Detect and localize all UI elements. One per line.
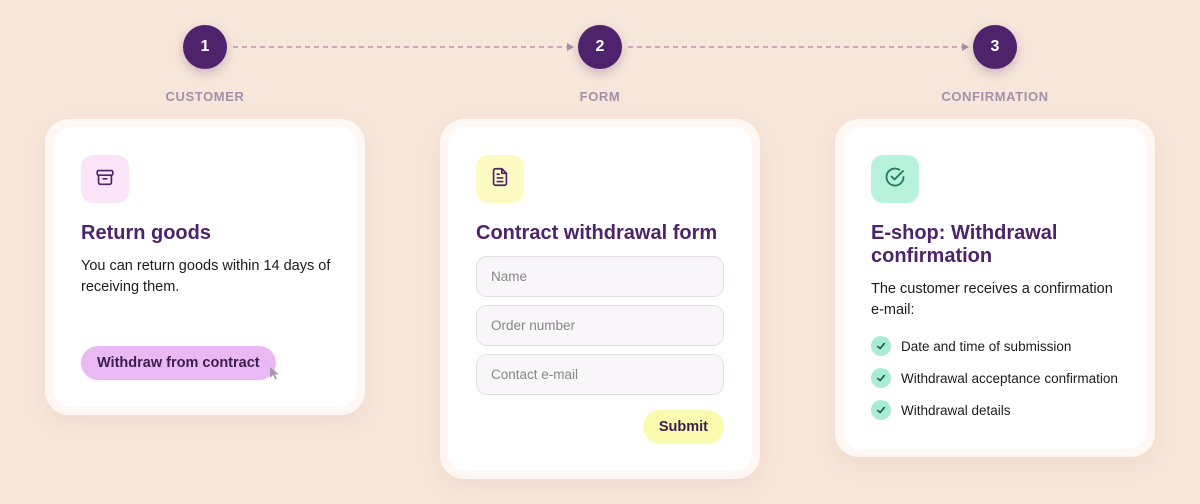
list-item: Withdrawal details: [871, 400, 1119, 420]
connector-arrow-icon: [567, 43, 574, 51]
connector-arrow-icon: [962, 43, 969, 51]
step-connector-2-3: [628, 46, 962, 48]
form-card-body: Contract withdrawal form Submit: [448, 127, 752, 471]
list-item: Date and time of submission: [871, 336, 1119, 356]
confirmation-card-title: E-shop: Withdrawal confirmation: [871, 222, 1058, 267]
mouse-cursor-icon: [269, 366, 281, 385]
check-icon: [871, 336, 891, 356]
confirmation-card-text: The customer receives a confirmation e-m…: [871, 281, 1113, 318]
list-item: Withdrawal acceptance confirmation: [871, 368, 1119, 388]
contact-email-input[interactable]: [476, 354, 724, 395]
customer-card-body: Return goods You can return goods within…: [53, 127, 357, 407]
customer-icon-tile: [81, 155, 129, 203]
order-number-input[interactable]: [476, 305, 724, 346]
check-icon: [871, 400, 891, 420]
step-1-badge: 1: [183, 25, 227, 69]
step-2-label: FORM: [579, 89, 621, 104]
check-icon: [871, 368, 891, 388]
step-connector-1-2: [233, 46, 567, 48]
confirmation-card-body: E-shop: Withdrawal confirmation The cust…: [843, 127, 1147, 449]
list-item-label: Withdrawal details: [901, 402, 1011, 418]
list-item-label: Date and time of submission: [901, 338, 1072, 354]
step-1-label: CUSTOMER: [165, 89, 245, 104]
step-3-label: CONFIRMATION: [941, 89, 1049, 104]
confirmation-checklist: Date and time of submission Withdrawal a…: [871, 336, 1119, 420]
archive-box-icon: [94, 166, 116, 193]
step-2-badge: 2: [578, 25, 622, 69]
name-input[interactable]: [476, 256, 724, 297]
step-3-badge: 3: [973, 25, 1017, 69]
customer-card-title: Return goods: [81, 222, 211, 244]
submit-button[interactable]: Submit: [642, 410, 724, 444]
customer-card: Return goods You can return goods within…: [45, 119, 365, 415]
form-icon-tile: [476, 155, 524, 203]
document-icon: [489, 166, 511, 193]
form-card-title: Contract withdrawal form: [476, 222, 718, 244]
list-item-label: Withdrawal acceptance confirmation: [901, 370, 1118, 386]
check-circle-icon: [883, 165, 907, 194]
customer-card-text: You can return goods within 14 days of r…: [81, 258, 331, 295]
confirmation-card: E-shop: Withdrawal confirmation The cust…: [835, 119, 1155, 457]
withdraw-from-contract-button[interactable]: Withdraw from contract: [81, 346, 276, 380]
confirmation-icon-tile: [871, 155, 919, 203]
form-card: Contract withdrawal form Submit: [440, 119, 760, 479]
